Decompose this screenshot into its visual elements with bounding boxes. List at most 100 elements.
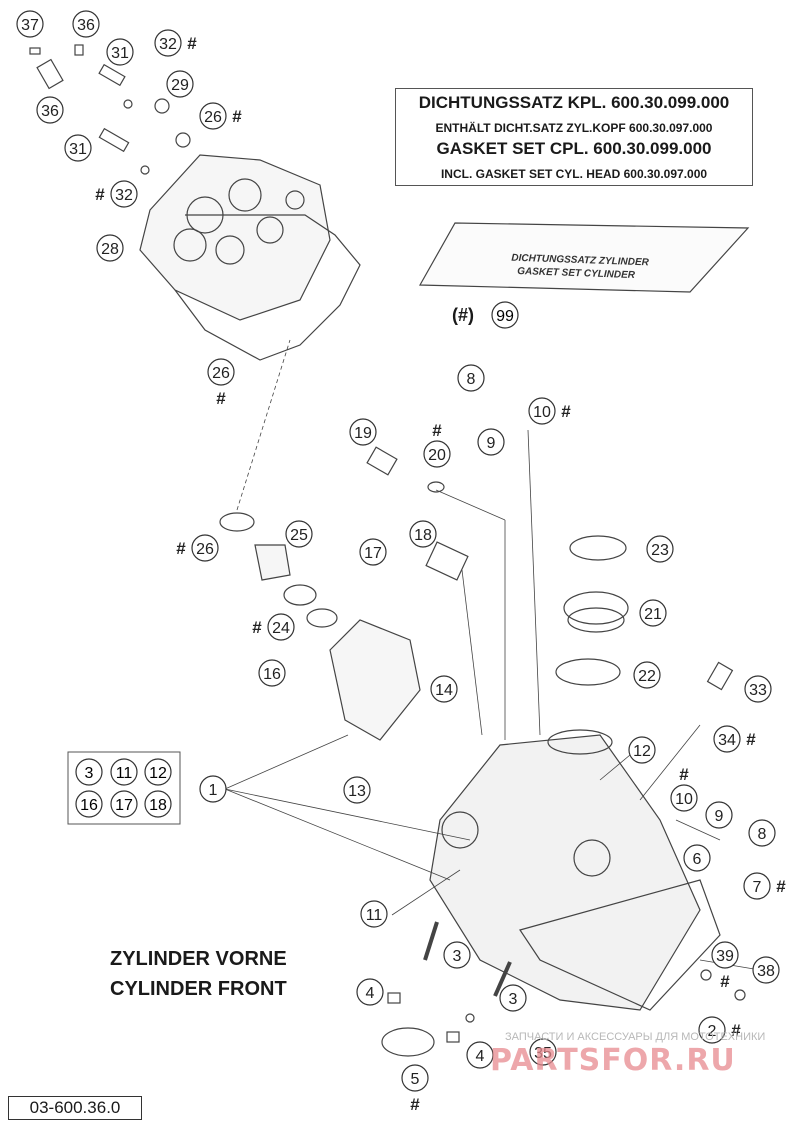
studs-and-seals (381, 921, 512, 1057)
gasket-kit-mark: # (187, 34, 197, 53)
callout-circle (477, 428, 505, 456)
callout-99: 99 (491, 301, 519, 329)
callout-circle (64, 134, 92, 162)
title-german: ZYLINDER VORNE (110, 948, 287, 970)
callout-16: 16 (258, 659, 286, 687)
gasket-set-box: DICHTUNGSSATZ KPL. 600.30.099.000 ENTHÄL… (395, 88, 753, 186)
callout-17: 17 (359, 538, 387, 566)
callout-circle (191, 534, 219, 562)
callout-number: 12 (633, 743, 651, 760)
callout-38: 38 (752, 956, 780, 984)
callout-circle (499, 984, 527, 1012)
callout-circle (748, 819, 776, 847)
callout-circle (267, 613, 295, 641)
callout-36: 36 (72, 10, 100, 38)
callout-circle (529, 1038, 557, 1066)
callout-14: 14 (430, 675, 458, 703)
callout-number: 9 (487, 435, 496, 452)
envelope-line1: DICHTUNGSSATZ ZYLINDER (511, 253, 650, 269)
kit-callout-17: 17 (110, 790, 138, 818)
callout-number: 3 (453, 948, 462, 965)
callout-35: 35 (529, 1038, 557, 1066)
callout-number: 34 (718, 732, 736, 749)
callout-circle (144, 758, 172, 786)
callout-circle (752, 956, 780, 984)
callout-circle (16, 10, 44, 38)
gasket-kit-mark: # (746, 730, 756, 749)
callout-circle (430, 675, 458, 703)
callout-number: 18 (414, 527, 432, 544)
callout-3: 3 (499, 984, 527, 1012)
gasket-kit-mark: # (232, 107, 242, 126)
callout-circle (75, 758, 103, 786)
kit-marker: (#) (452, 305, 474, 325)
callout-number: 4 (476, 1048, 485, 1065)
callout-number: 11 (366, 907, 383, 924)
watermark-caption: ЗАПЧАСТИ И АКСЕССУАРЫ ДЛЯ МОТОТЕХНИКИ (505, 1031, 766, 1043)
callout-circle (443, 941, 471, 969)
kit-box (67, 751, 181, 825)
callout-7: 7# (743, 872, 786, 900)
callout-31: 31 (64, 134, 92, 162)
callout-circle (409, 520, 437, 548)
callout-circle (401, 1064, 429, 1092)
callout-circle (96, 234, 124, 262)
callout-number: 5 (411, 1071, 420, 1088)
callout-number: 1 (209, 782, 218, 799)
callout-number: 17 (364, 545, 382, 562)
gasket-kit-mark: # (561, 402, 571, 421)
callout-number: 18 (149, 797, 167, 814)
kit-callout-12: 12 (144, 758, 172, 786)
intake-parts (555, 535, 734, 691)
callout-circle (199, 102, 227, 130)
callout-circle (36, 96, 64, 124)
callout-circle (110, 758, 138, 786)
callout-6: 6 (683, 844, 711, 872)
callout-circle (683, 844, 711, 872)
callout-number: 10 (675, 791, 693, 808)
callout-number: 8 (467, 371, 476, 388)
callout-number: 32 (159, 36, 177, 53)
tappet-parts (219, 446, 469, 741)
gasket-envelope (418, 222, 750, 293)
callout-circle (628, 736, 656, 764)
gasket-kit-mark: # (252, 618, 262, 637)
gasket-kit-mark: # (731, 1021, 741, 1040)
callout-circle (72, 10, 100, 38)
callout-number: 17 (115, 797, 133, 814)
callout-number: 7 (753, 879, 762, 896)
callout-circle (207, 358, 235, 386)
callout-11: 11 (360, 900, 388, 928)
callout-number: 35 (534, 1045, 552, 1062)
callout-9: 9 (477, 428, 505, 456)
callout-circle (166, 70, 194, 98)
callout-number: 16 (80, 797, 98, 814)
callout-circle (466, 1041, 494, 1069)
callout-number: 32 (115, 187, 133, 204)
callout-number: 4 (366, 985, 375, 1002)
callout-circle (343, 776, 371, 804)
callout-31: 31 (106, 38, 134, 66)
gasket-kit-mark: # (720, 972, 730, 991)
callout-circle (698, 1016, 726, 1044)
callout-number: 13 (348, 783, 366, 800)
callout-number: 9 (715, 808, 724, 825)
callout-circle (491, 301, 519, 329)
callout-circle (705, 801, 733, 829)
gasket-kit-mark: # (216, 389, 226, 408)
callout-number: 2 (708, 1023, 717, 1040)
callout-circle (199, 775, 227, 803)
callout-23: 23 (646, 535, 674, 563)
callout-1: 1 (199, 775, 227, 803)
callout-circle (457, 364, 485, 392)
callout-2: 2# (698, 1016, 741, 1044)
callout-number: 26 (196, 541, 214, 558)
callout-circle (639, 599, 667, 627)
callout-number: 20 (428, 447, 446, 464)
callout-28: 28 (96, 234, 124, 262)
callout-circle (110, 180, 138, 208)
callout-circle (743, 872, 771, 900)
callout-32: 32 # (154, 29, 197, 57)
callout-9: 9 (705, 801, 733, 829)
callout-number: 24 (272, 620, 290, 637)
